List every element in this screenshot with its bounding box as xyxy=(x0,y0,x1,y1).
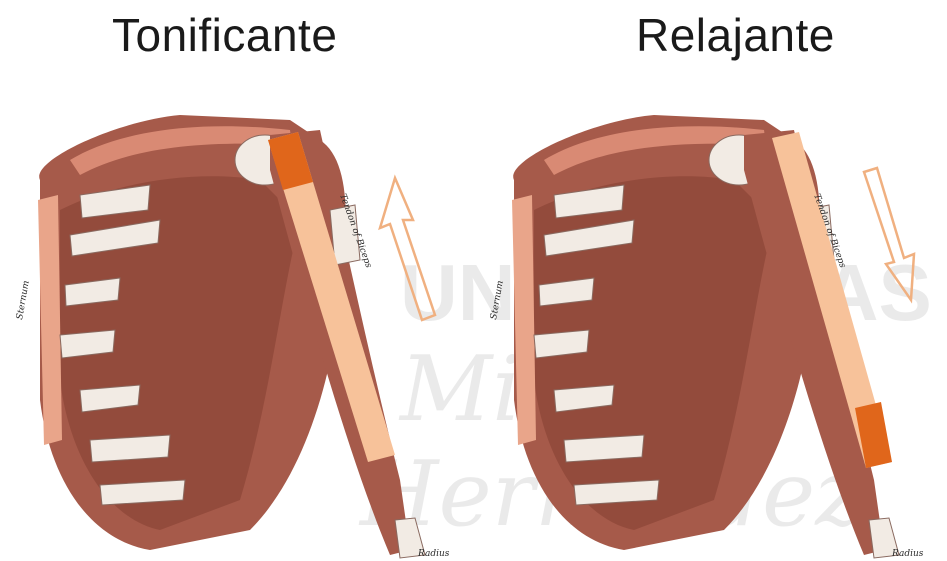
label-sternum: Sternum xyxy=(15,280,32,321)
arrow-up-icon xyxy=(380,178,435,320)
torso-muscle-illustration: Sternum Radius Tendon of Biceps xyxy=(474,100,947,561)
label-radius: Radius xyxy=(417,549,450,559)
arrow-down-icon xyxy=(864,168,914,300)
label-radius: Radius xyxy=(891,549,924,559)
panel-title-relaxing: Relajante xyxy=(636,8,835,62)
panel-toning: Tonificante xyxy=(0,0,473,561)
torso-muscle-illustration: Sternum Radius Tendon of Biceps xyxy=(0,100,473,561)
panel-relaxing: Relajante Sternum Radius Tendon of Bice xyxy=(474,0,947,561)
label-sternum: Sternum xyxy=(489,280,506,321)
panel-title-toning: Tonificante xyxy=(112,8,337,62)
